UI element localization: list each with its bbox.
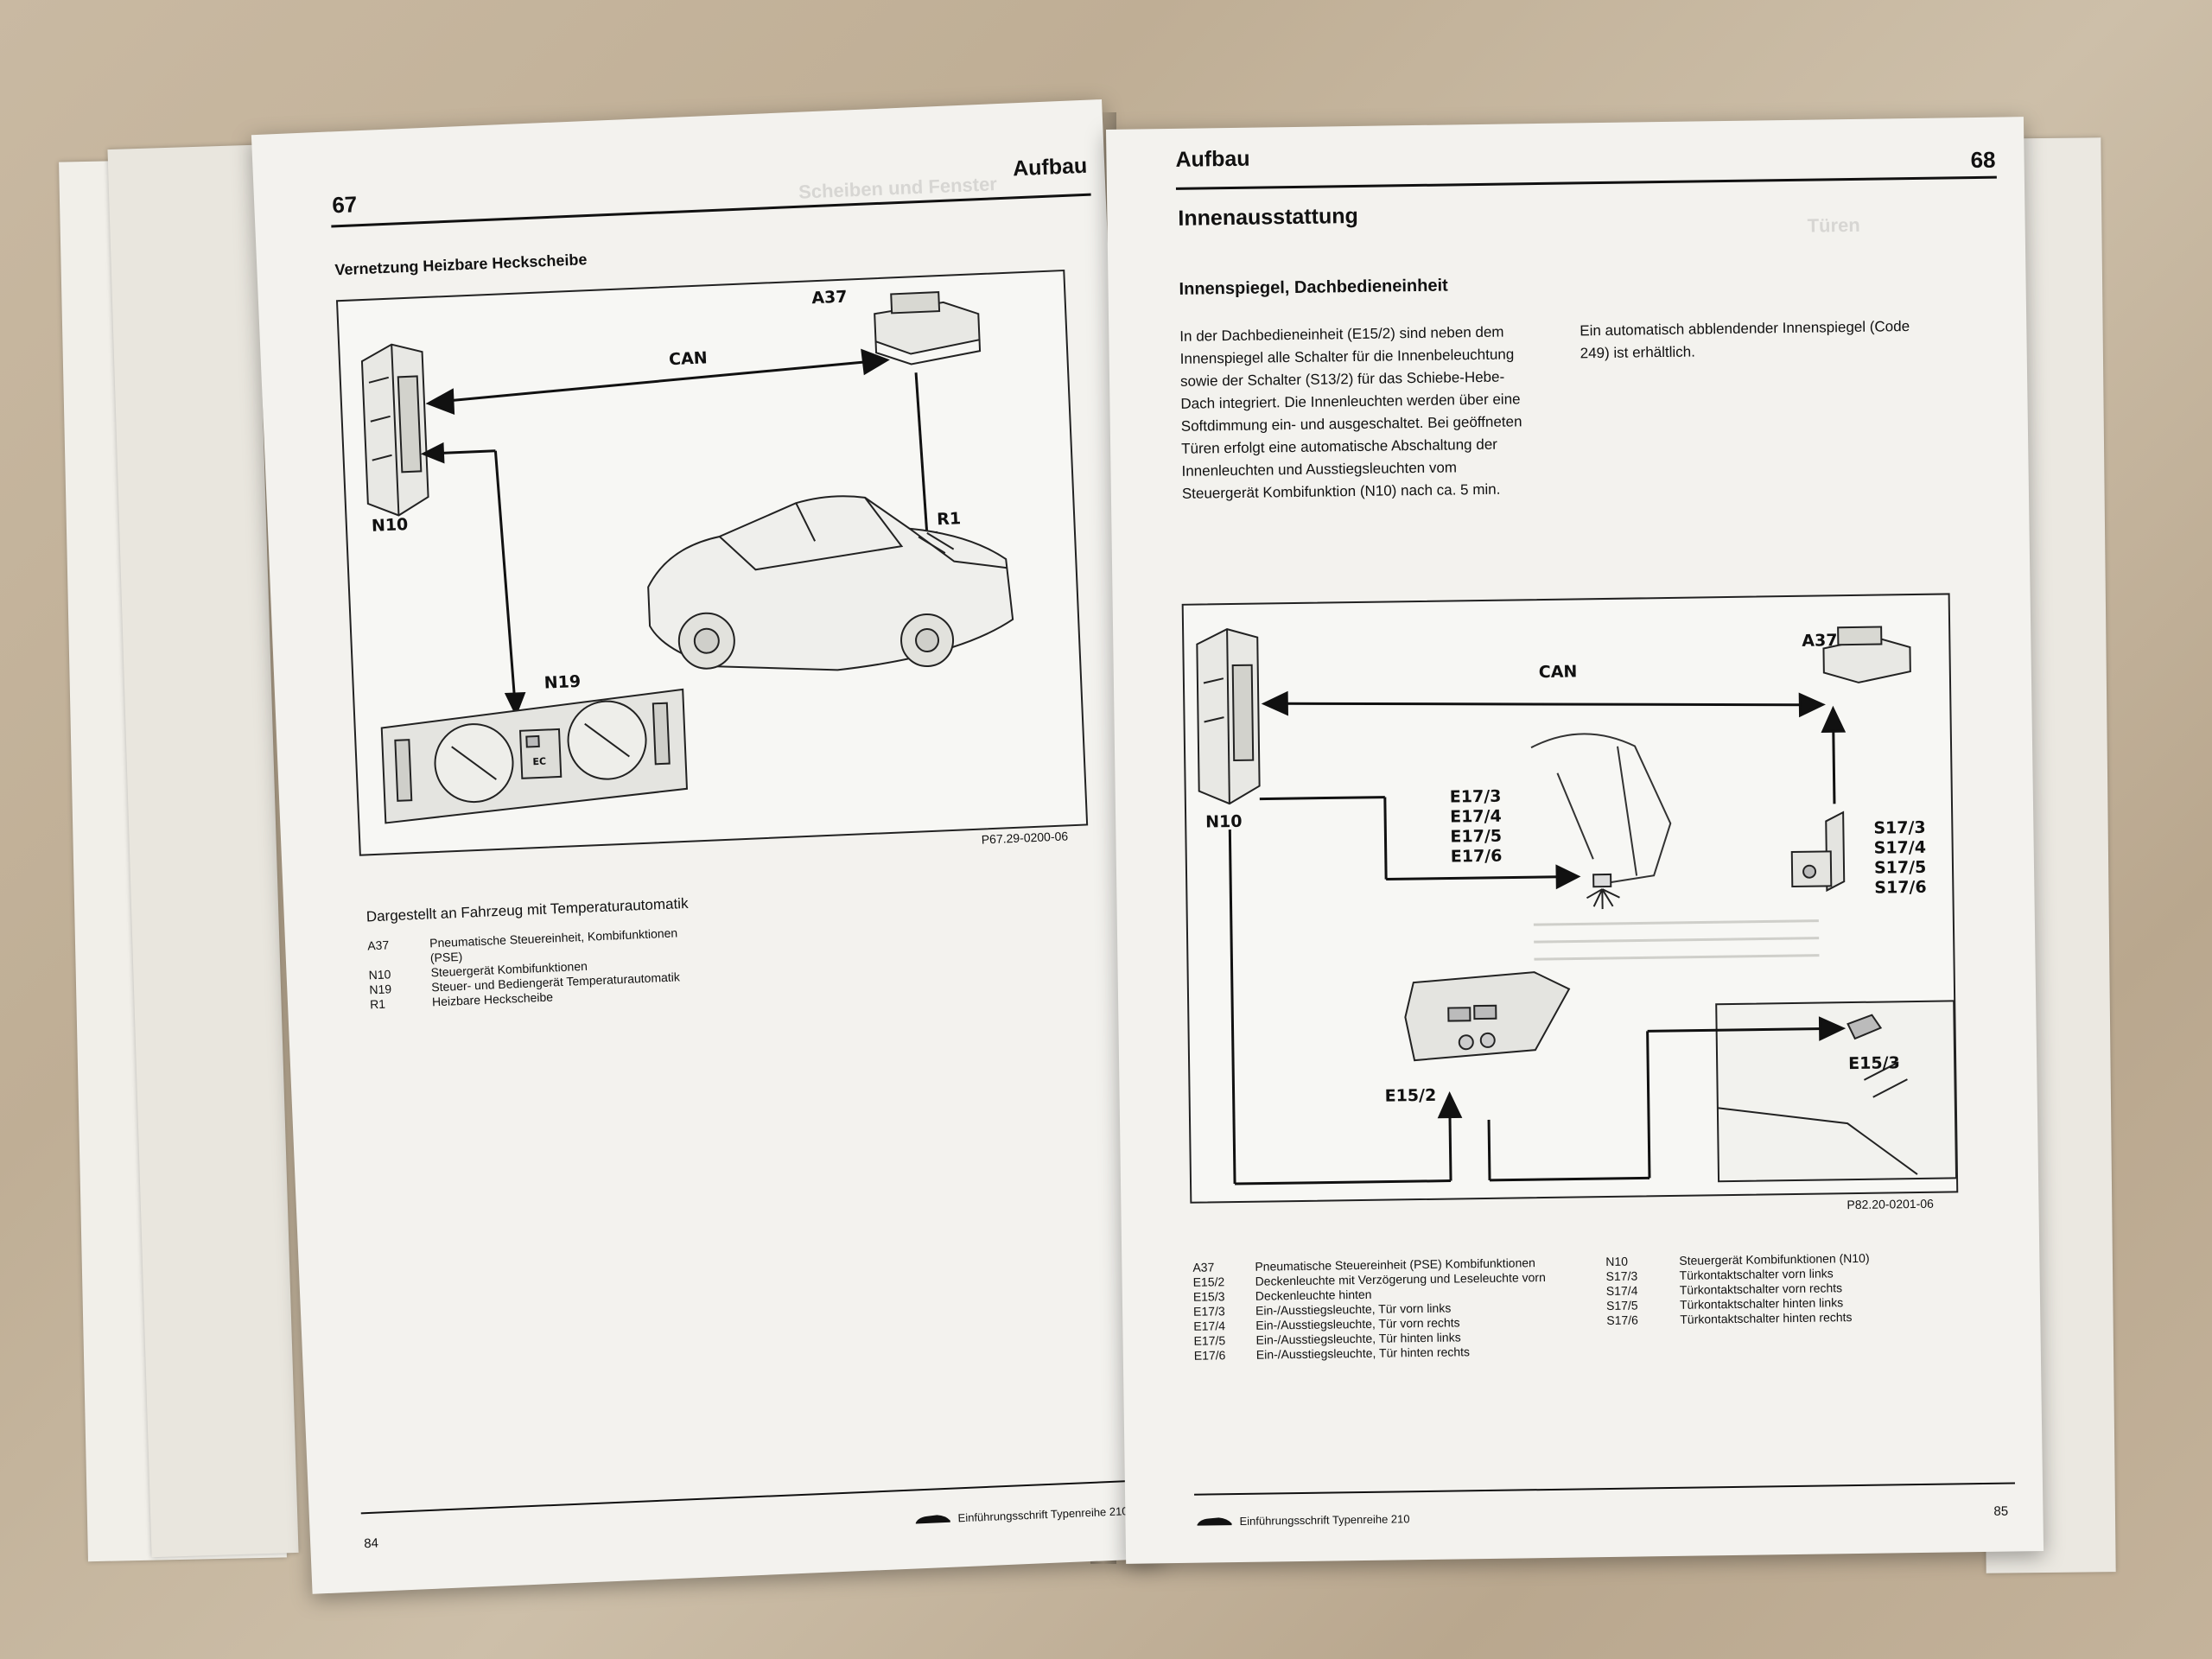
label-e15-2: E15/2: [1384, 1085, 1437, 1106]
door-sketch: [1530, 733, 1672, 887]
pse-unit-a37-icon: [874, 291, 982, 365]
can-bus-arrow: [425, 348, 890, 415]
network-diagram: EC A37 CAN N10 R1 N19: [335, 269, 1089, 856]
label-n10: N10: [1205, 811, 1243, 832]
label-can: CAN: [668, 348, 709, 370]
figure-caption: Vernetzung Heizbare Heckscheibe: [334, 251, 588, 279]
label-r1: R1: [936, 509, 962, 530]
right-page: Türen Aufbau 68 Innenausstattung Innensp…: [1106, 117, 2044, 1564]
sub-heading: Innenspiegel, Dachbedieneinheit: [1179, 276, 1448, 299]
body-paragraph: In der Dachbedieneinheit (E15/2) sind ne…: [1179, 323, 1522, 502]
door-lamp-icon: [1586, 873, 1620, 910]
footer-rule: [1194, 1482, 2015, 1496]
left-page: Scheiben und Fenster 67 Aufbau Vernetzun…: [251, 99, 1163, 1594]
label-a37: A37: [1802, 631, 1838, 651]
signal-wiring-e15: [1228, 830, 1847, 1185]
header-rule: [1175, 175, 1997, 190]
car-logo-icon: [1197, 1516, 1232, 1526]
label-s17-4: S17/4: [1873, 837, 1927, 858]
page-number: 68: [1970, 146, 1996, 174]
signal-arrow-e17: [1259, 796, 1581, 890]
rear-interior-box: [1715, 1000, 1958, 1183]
diagram-drawing: EC: [360, 291, 1014, 824]
label-e17-6: E17/6: [1450, 846, 1503, 867]
control-unit-n10-icon: [360, 343, 429, 517]
can-bus-arrow: [1261, 690, 1826, 718]
bleed-through-text: Türen: [1807, 213, 1860, 237]
roof-console-e152-icon: [1404, 971, 1571, 1062]
label-a37: A37: [810, 287, 848, 308]
pse-unit-a37-icon: [1822, 626, 1911, 683]
door-switch-s17-icon: [1790, 810, 1846, 893]
label-can: CAN: [1538, 662, 1578, 683]
label-s17-3: S17/3: [1873, 817, 1926, 838]
label-e15-3: E15/3: [1848, 1053, 1900, 1074]
page-heading: Innenausstattung: [1178, 203, 1358, 231]
footer-page-number: 84: [363, 1535, 379, 1552]
signal-arrow-r1: [914, 372, 938, 557]
section-title: Aufbau: [1175, 146, 1250, 172]
label-n19: N19: [543, 671, 582, 693]
footer-page-number: 85: [1993, 1503, 2009, 1519]
car-illustration: [647, 495, 1014, 671]
header-rule: [331, 193, 1091, 228]
section-title: Aufbau: [1012, 153, 1088, 181]
label-n10: N10: [371, 515, 409, 536]
background-wiring: [1533, 919, 1820, 961]
climate-panel-n19-icon: [380, 688, 689, 824]
signal-arrow-n19: [420, 442, 526, 717]
rear-lamp-e153-icon: [1847, 1014, 1883, 1040]
footer-title: Einführungsschrift Typenreihe 210: [1196, 1512, 1410, 1528]
car-logo-icon: [915, 1514, 950, 1523]
diagram-drawing: [1196, 626, 1958, 1185]
page-number: 67: [331, 191, 358, 219]
legend-title: Dargestellt an Fahrzeug mit Temperaturau…: [365, 894, 689, 925]
figure-reference: P82.20-0201-06: [1847, 1196, 1934, 1212]
body-paragraph-2: Ein automatisch abblendender Innenspiege…: [1580, 318, 1910, 362]
label-e17-3: E17/3: [1449, 786, 1502, 807]
footer-title: Einführungsschrift Typenreihe 210: [914, 1504, 1128, 1526]
label-ec: EC: [532, 756, 546, 768]
figure-reference: P67.29-0200-06: [981, 829, 1069, 847]
control-unit-n10-icon: [1196, 628, 1261, 805]
label-s17-5: S17/5: [1873, 857, 1927, 878]
label-s17-6: S17/6: [1874, 877, 1927, 898]
lighting-diagram: A37 CAN N10 E17/3 E17/4 E17/5 E17/6 S17/…: [1181, 593, 1959, 1204]
label-e17-5: E17/5: [1450, 826, 1503, 847]
signal-arrow-a37: [1821, 705, 1847, 804]
label-e17-4: E17/4: [1449, 806, 1502, 827]
